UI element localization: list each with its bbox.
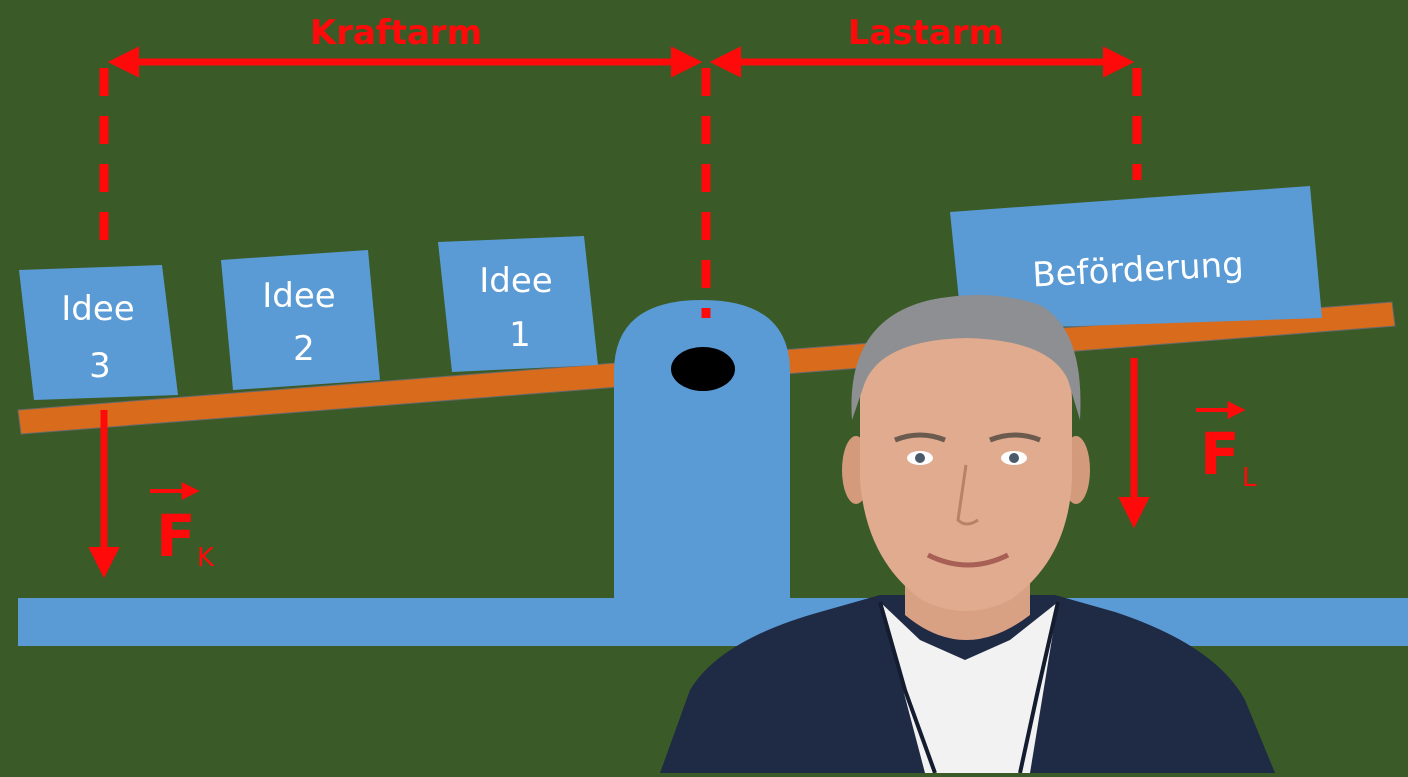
box-idea-2: Idee 2 <box>221 250 380 390</box>
force-label-l: F L <box>1196 401 1257 493</box>
force-label-k: F K <box>150 482 215 573</box>
box-idea-1-line2: 1 <box>509 315 531 355</box>
force-k-main: F <box>156 502 196 570</box>
box-idea-3-line2: 3 <box>89 346 111 386</box>
force-l-sub: L <box>1242 463 1257 493</box>
lastarm-label: Lastarm <box>848 13 1004 53</box>
force-k-sub: K <box>197 543 215 573</box>
box-idea-1: Idee 1 <box>438 236 598 372</box>
ground-bar <box>18 598 1408 646</box>
box-idea-3-line1: Idee <box>61 289 134 329</box>
person-portrait-icon <box>660 295 1275 774</box>
box-idea-3: Idee 3 <box>19 265 178 400</box>
box-idea-2-line2: 2 <box>293 329 315 369</box>
box-promotion: Beförderung <box>950 186 1322 330</box>
pivot-hole <box>671 347 735 391</box>
box-idea-2-line1: Idee <box>262 276 335 316</box>
force-l-main: F <box>1200 420 1240 488</box>
pivot-support <box>614 300 790 600</box>
kraftarm-label: Kraftarm <box>310 13 482 53</box>
box-idea-1-line1: Idee <box>479 261 552 301</box>
